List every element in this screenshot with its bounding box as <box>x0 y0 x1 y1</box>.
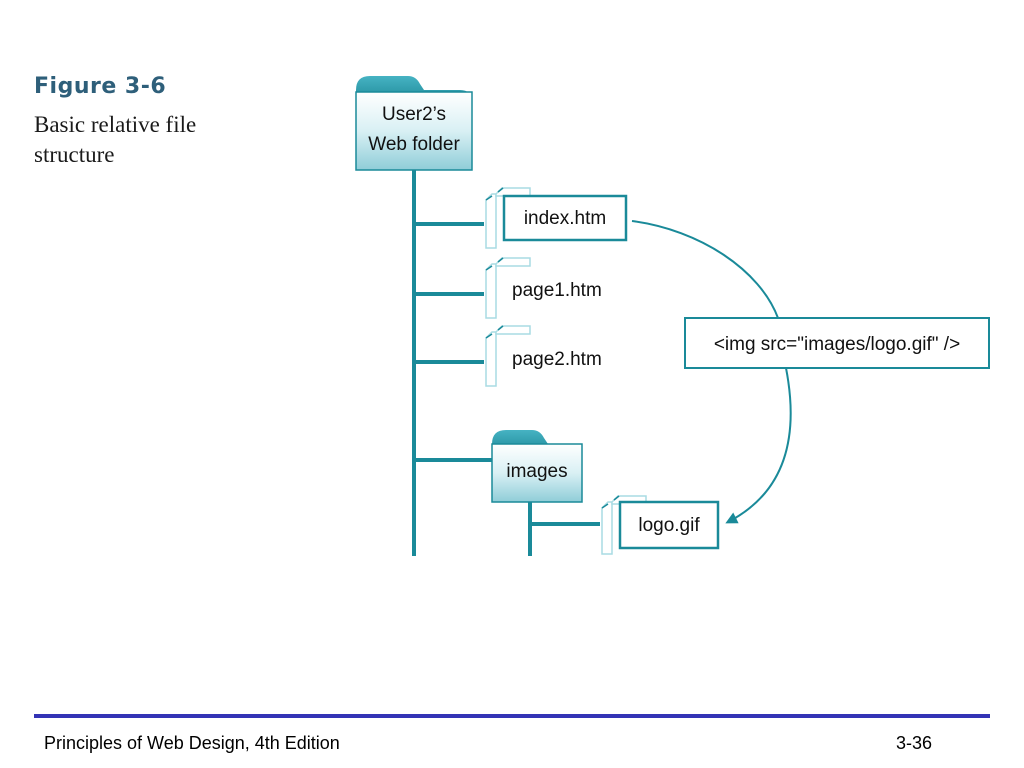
file-structure-diagram: User2’s Web folder index.htm page1.htm <box>355 76 990 556</box>
reference-arrow <box>631 220 792 524</box>
tree-lines <box>412 170 600 556</box>
figure-label: Figure 3-6 <box>34 74 167 99</box>
footer-rule <box>34 714 990 718</box>
root-folder: User2’s Web folder <box>355 76 473 171</box>
code-callout: <img src="images/logo.gif" /> <box>684 317 990 369</box>
file-name: page1.htm <box>512 280 602 301</box>
root-folder-name-line1: User2’s <box>382 104 446 125</box>
file-icon <box>485 325 531 387</box>
file-label-box <box>502 194 628 242</box>
file-icon <box>485 187 531 249</box>
images-folder: images <box>491 430 583 503</box>
folder-icon <box>491 430 583 503</box>
file-icon <box>485 257 531 319</box>
code-callout-text: <img src="images/logo.gif" /> <box>714 334 960 355</box>
file-index-htm: index.htm <box>485 187 628 249</box>
file-page1-htm: page1.htm <box>485 257 602 319</box>
folder-name: images <box>506 461 567 482</box>
file-label-box <box>618 500 720 550</box>
root-folder-name-line2: Web folder <box>368 134 460 155</box>
page-number: 3-36 <box>896 733 933 753</box>
figure-caption: Basic relative file structure <box>34 112 197 167</box>
file-name: index.htm <box>524 208 606 229</box>
file-page2-htm: page2.htm <box>485 325 602 387</box>
file-name: logo.gif <box>638 515 700 536</box>
footer-title: Principles of Web Design, 4th Edition <box>44 733 340 753</box>
folder-icon <box>355 76 473 171</box>
file-name: page2.htm <box>512 349 602 370</box>
file-logo-gif: logo.gif <box>601 495 720 555</box>
